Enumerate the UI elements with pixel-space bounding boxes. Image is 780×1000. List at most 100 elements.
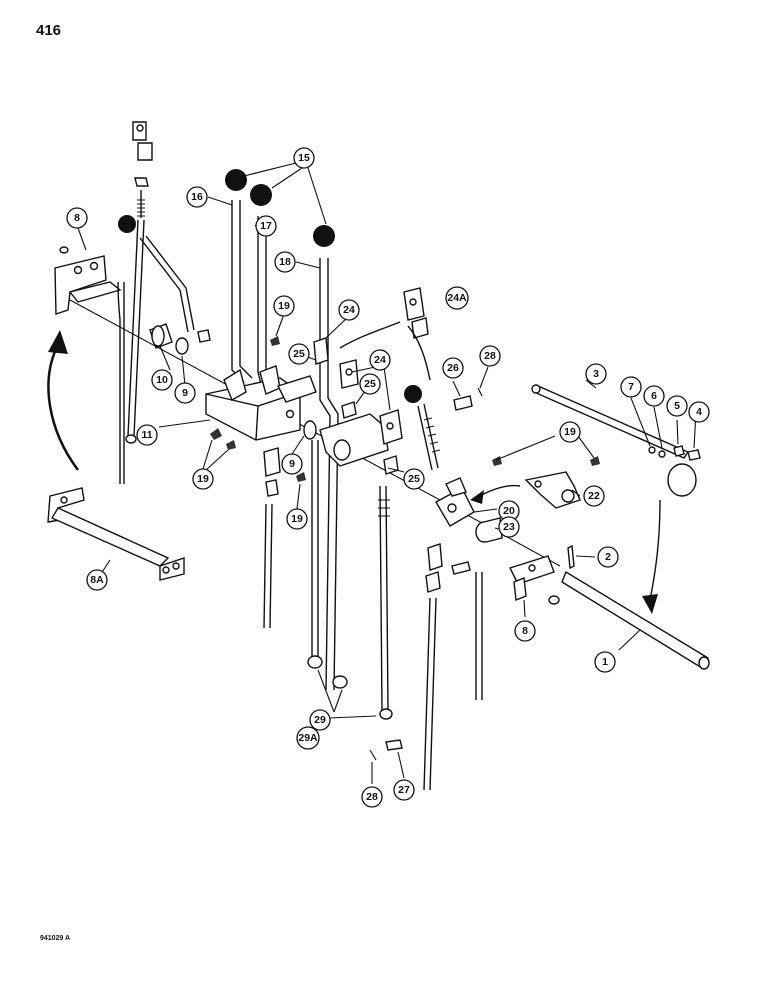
screw-19-c bbox=[296, 472, 306, 482]
right-center-rod bbox=[423, 597, 437, 791]
arrow-24a-right bbox=[407, 325, 431, 381]
callout-bubble-17 bbox=[255, 215, 277, 237]
callout-bubble-4 bbox=[688, 401, 710, 423]
callout-bubble-24A bbox=[445, 286, 469, 310]
part-4 bbox=[687, 449, 701, 461]
bracket-washer-right bbox=[548, 595, 560, 605]
knob-15c bbox=[313, 225, 335, 247]
roll-pin-2 bbox=[567, 544, 575, 570]
callout-bubble-25-a bbox=[288, 343, 310, 365]
screw-19-d bbox=[492, 456, 502, 466]
knob-15a bbox=[225, 169, 247, 191]
callout-bubble-28-b bbox=[361, 786, 383, 808]
leader-lines bbox=[77, 162, 697, 784]
callout-bubble-3 bbox=[585, 363, 607, 385]
callout-label-29: 29 bbox=[314, 714, 326, 726]
callout-bubble-8-bottom bbox=[514, 620, 536, 642]
clevis-24-upper bbox=[313, 337, 329, 365]
bushing-10 bbox=[149, 323, 173, 349]
callout-label-1: 1 bbox=[602, 656, 608, 668]
clevis-24-mid bbox=[339, 359, 359, 389]
left-center-clevis bbox=[263, 447, 281, 497]
housing-11 bbox=[205, 365, 301, 441]
callout-bubble-5 bbox=[666, 395, 688, 417]
screw-19-a bbox=[210, 428, 222, 440]
callout-label-25-a: 25 bbox=[293, 348, 305, 360]
small-nut-top bbox=[197, 329, 211, 343]
bracket-washer bbox=[59, 246, 69, 254]
shaft-1 bbox=[561, 570, 710, 670]
callout-label-23: 23 bbox=[503, 521, 515, 533]
callout-label-19-d: 19 bbox=[564, 426, 576, 438]
callout-label-10: 10 bbox=[156, 374, 168, 386]
figure-code: 941029 A bbox=[40, 935, 71, 942]
nut-25-a bbox=[341, 401, 357, 419]
upper-left-nut bbox=[134, 177, 149, 187]
callout-label-3: 3 bbox=[593, 368, 599, 380]
rod-29a-eye bbox=[379, 708, 393, 720]
clevis-24-right bbox=[379, 409, 403, 445]
callout-bubble-8A bbox=[86, 569, 108, 591]
callout-label-20: 20 bbox=[503, 505, 515, 517]
callout-bubble-19-b bbox=[192, 468, 214, 490]
left-knob bbox=[118, 215, 136, 233]
bracket-rod bbox=[117, 281, 125, 484]
nut-25-b bbox=[383, 455, 399, 475]
callout-bubble-9-b bbox=[281, 453, 303, 475]
callout-label-16: 16 bbox=[191, 191, 203, 203]
callout-label-25-b: 25 bbox=[364, 378, 376, 390]
assembly-arrow-left bbox=[47, 344, 80, 471]
cotter-28-lower bbox=[369, 749, 377, 761]
callout-label-28-b: 28 bbox=[366, 791, 378, 803]
screw-19-top bbox=[270, 336, 280, 346]
callout-label-8-bottom: 8 bbox=[522, 625, 528, 637]
callout-bubble-24 bbox=[338, 299, 360, 321]
callout-label-24-b: 24 bbox=[374, 354, 386, 366]
callout-bubble-25-b bbox=[359, 373, 381, 395]
part-6 bbox=[658, 450, 666, 458]
housing-cross-plate bbox=[277, 375, 317, 403]
callout-label-2: 2 bbox=[605, 551, 611, 563]
callout-bubble-11 bbox=[136, 424, 158, 446]
pin-27 bbox=[385, 739, 403, 751]
callout-label-18: 18 bbox=[279, 256, 291, 268]
callout-label-4: 4 bbox=[696, 406, 702, 418]
rod-29a bbox=[379, 485, 389, 711]
lever-17 bbox=[257, 216, 271, 389]
part-5 bbox=[673, 445, 685, 457]
part-7 bbox=[648, 446, 656, 454]
callout-label-19-c: 19 bbox=[291, 513, 303, 525]
callout-bubble-22 bbox=[583, 485, 605, 507]
callout-bubble-23 bbox=[498, 516, 520, 538]
callout-bubble-28-a bbox=[479, 345, 501, 367]
callout-bubble-29 bbox=[309, 709, 331, 731]
knob-right bbox=[404, 385, 422, 403]
callout-bubble-6 bbox=[643, 385, 665, 407]
callout-label-9-b: 9 bbox=[289, 458, 295, 470]
rod-29 bbox=[311, 440, 319, 660]
callout-bubble-29A bbox=[296, 726, 320, 750]
callout-label-17: 17 bbox=[260, 220, 272, 232]
lever-18 bbox=[319, 258, 339, 691]
hub-20 bbox=[435, 477, 475, 527]
right-stub-rod bbox=[417, 403, 439, 471]
callout-label-9-a: 9 bbox=[182, 387, 188, 399]
clevis-24a bbox=[403, 287, 429, 339]
washer-9a bbox=[175, 337, 189, 355]
lower-clevis bbox=[425, 543, 443, 593]
callout-bubble-19-d bbox=[559, 421, 581, 443]
screw-19-b bbox=[226, 440, 236, 450]
callout-label-26: 26 bbox=[447, 362, 459, 374]
left-center-threaded-rod bbox=[263, 503, 273, 629]
callout-label-25-c: 25 bbox=[408, 473, 420, 485]
callout-bubble-19-a bbox=[273, 295, 295, 317]
callout-label-19-b: 19 bbox=[197, 473, 209, 485]
cotter-28-upper bbox=[477, 387, 483, 397]
shaft-arrow bbox=[649, 499, 661, 601]
upper-left-bracket bbox=[54, 255, 122, 315]
callout-label-28-a: 28 bbox=[484, 350, 496, 362]
callout-bubble-18 bbox=[274, 251, 296, 273]
rod-29-eye bbox=[307, 655, 323, 669]
callout-bubble-1 bbox=[594, 651, 616, 673]
